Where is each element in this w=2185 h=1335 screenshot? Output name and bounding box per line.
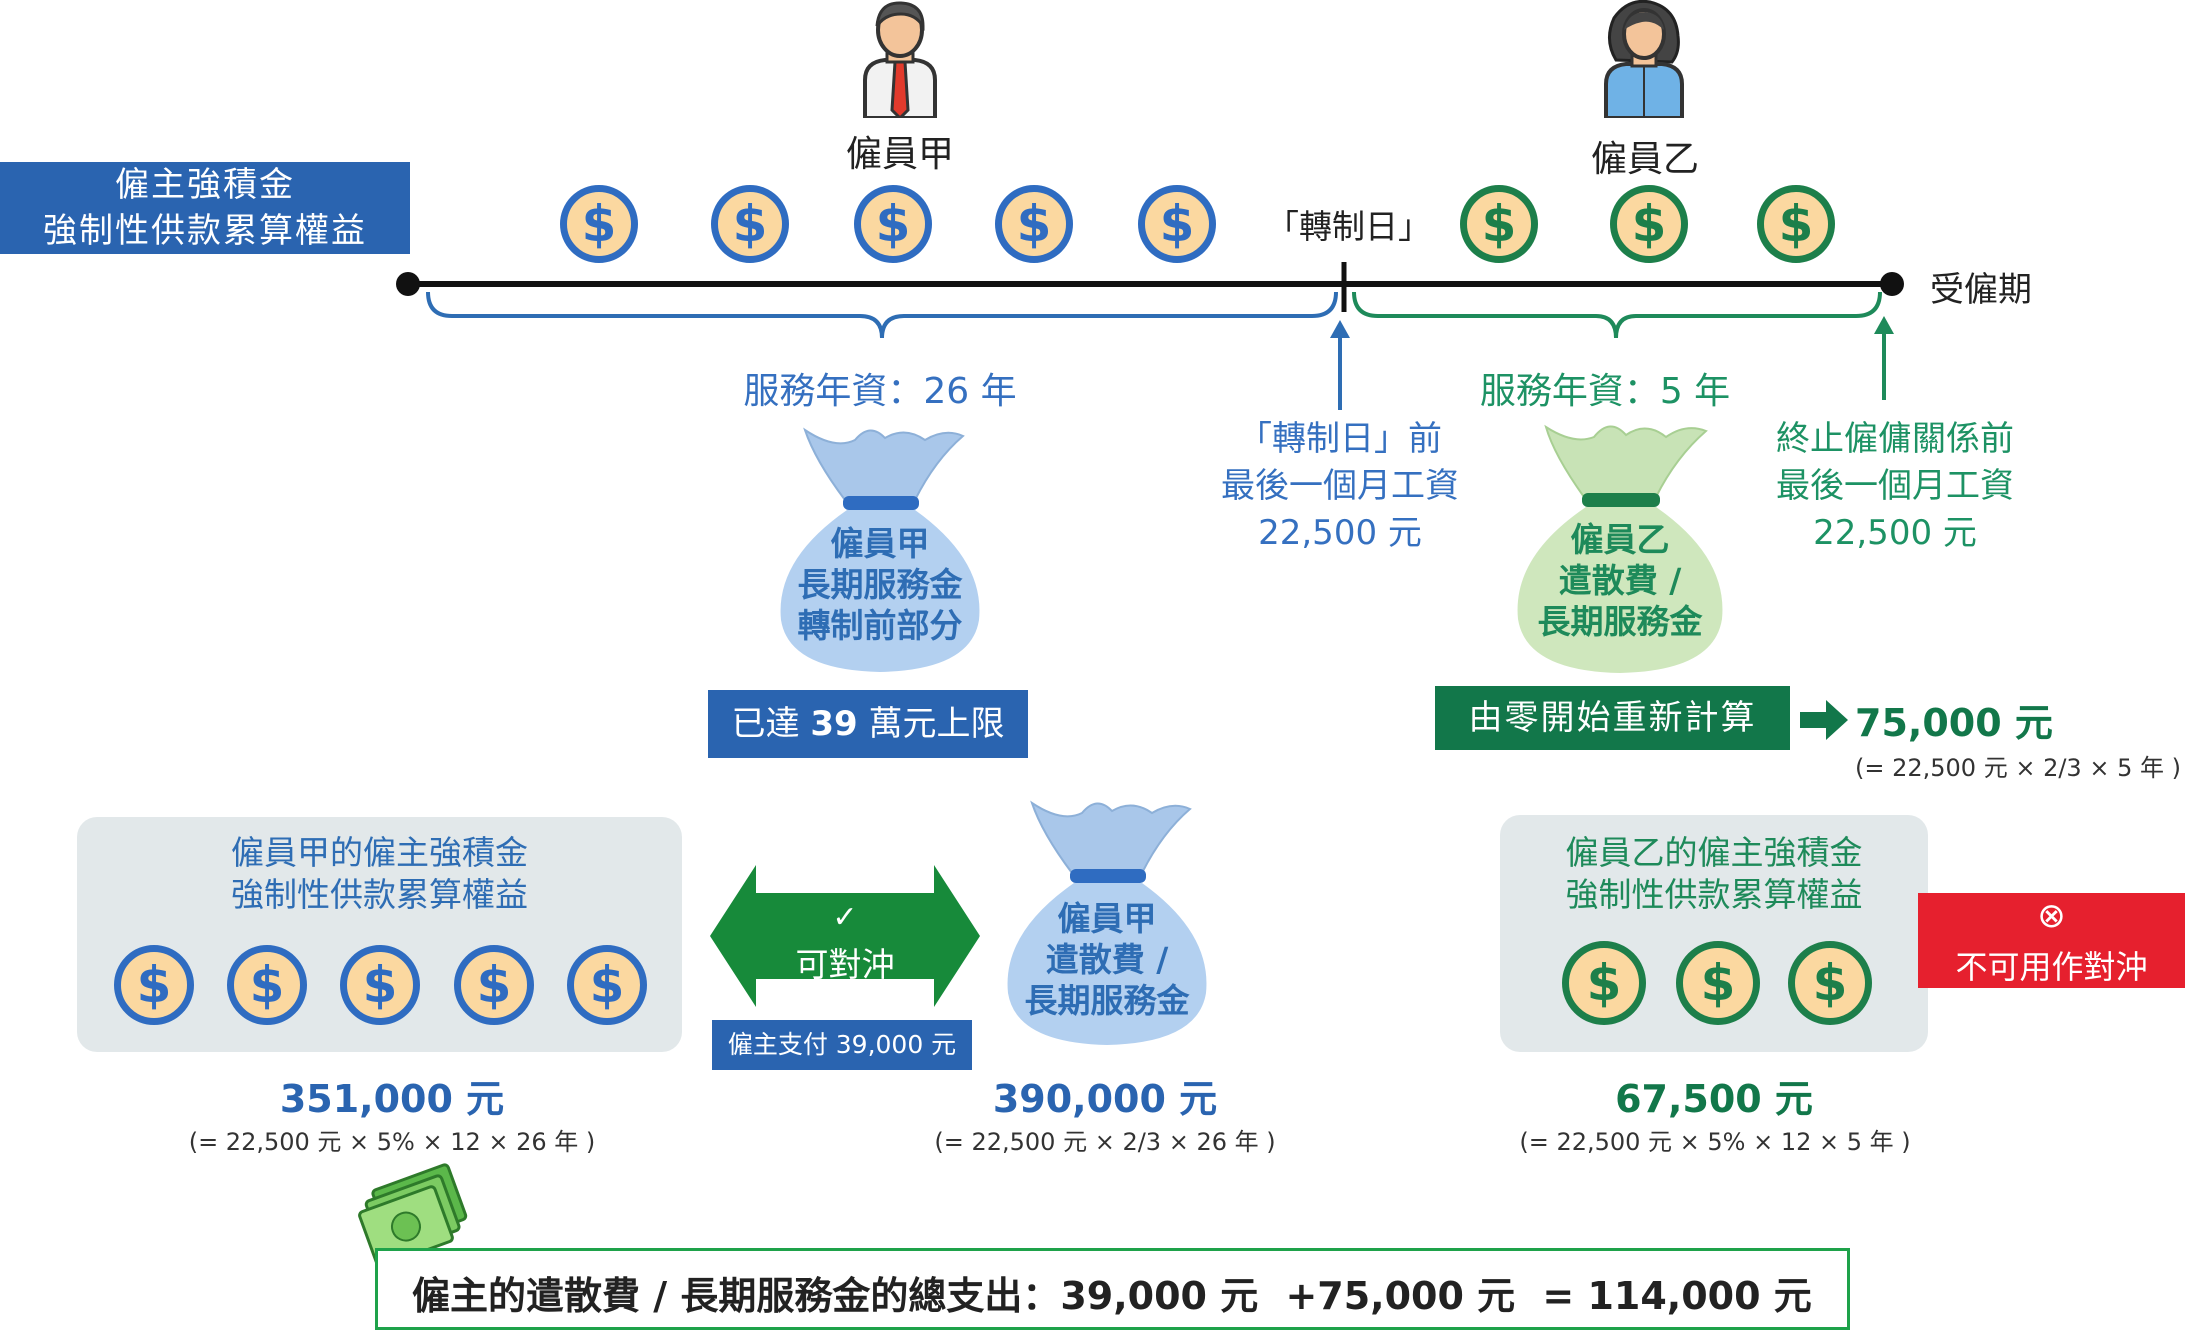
- bag-a-bottom-line1: 僱員甲: [1057, 899, 1157, 938]
- coin-icon: $: [995, 185, 1073, 263]
- money-bag-icon: [1007, 800, 1207, 1045]
- offset-label: 可對沖: [795, 945, 895, 984]
- wage-end-line1: 終止僱傭關係前: [1776, 419, 2014, 459]
- panel-a-formula: (= 22,500 元 × 5% × 12 × 26 年 ): [188, 1128, 596, 1156]
- right-arrow-icon: [1800, 700, 1848, 740]
- bag-b-top-line2: 遣散費 /: [1558, 561, 1682, 600]
- service-years-a: 服務年資：26 年: [743, 371, 1017, 412]
- bag-a-top-line3: 轉制前部分: [797, 606, 963, 645]
- coin-icon: $: [711, 185, 789, 263]
- panel-b-formula: (= 22,500 元 × 5% × 12 × 5 年 ): [1519, 1128, 1911, 1156]
- timeline: [396, 262, 1904, 410]
- bag-a-top-line1: 僱員甲: [830, 524, 930, 563]
- wage-before-line2: 最後一個月工資: [1221, 466, 1459, 506]
- panel-b-line2: 強制性供款累算權益: [1565, 875, 1863, 914]
- bag-b-top-line3: 長期服務金: [1537, 602, 1703, 641]
- total-text: 僱主的遣散費 / 長期服務金的總支出：: [412, 1274, 1061, 1318]
- coin-icon: $: [1610, 185, 1688, 263]
- panel-a-title: 僱員甲的僱主強積金 強制性供款累算權益: [77, 832, 682, 916]
- title-box: 僱主強積金 強制性供款累算權益: [0, 162, 410, 254]
- coin-icon: $: [1138, 185, 1216, 263]
- panel-b-line1: 僱員乙的僱主強積金: [1565, 833, 1863, 872]
- total-equals: =: [1542, 1274, 1575, 1318]
- double-arrow-icon: [710, 865, 980, 1007]
- restart-formula: (= 22,500 元 × 2/3 × 5 年 ): [1855, 754, 2181, 782]
- total-value-3: 114,000 元: [1587, 1274, 1812, 1318]
- coin-icon: $: [854, 185, 932, 263]
- total-value-1: 39,000 元: [1060, 1274, 1259, 1318]
- panel-b-amount: 67,500 元: [1615, 1077, 1813, 1121]
- coin-icon: $: [227, 945, 307, 1025]
- money-bag-icon: [1517, 424, 1723, 673]
- money-bag-icon: [780, 427, 980, 672]
- panel-b-title: 僱員乙的僱主強積金 強制性供款累算權益: [1500, 832, 1928, 916]
- coin-icon: $: [114, 945, 194, 1025]
- panel-a-line1: 僱員甲的僱主強積金: [231, 833, 528, 872]
- bag-b-top-text: 僱員乙 遣散費 / 長期服務金: [1500, 519, 1740, 642]
- total-box: [375, 1248, 1850, 1330]
- bag-a-bottom-amount: 390,000 元: [992, 1077, 1218, 1121]
- coin-icon: $: [1676, 941, 1760, 1025]
- panel-a-line2: 強制性供款累算權益: [231, 875, 528, 914]
- cross-circle-icon: ⊗: [2037, 896, 2066, 936]
- cap-label-pre: 已達: [731, 704, 811, 744]
- total-plus: +: [1285, 1274, 1318, 1318]
- wage-before-changeover: 「轉制日」前 最後一個月工資 22,500 元: [1180, 416, 1500, 557]
- employment-period-label: 受僱期: [1930, 270, 2032, 310]
- male-employee-icon: [863, 1, 937, 118]
- bag-a-top-line2: 長期服務金: [797, 565, 963, 604]
- no-offset-label: 不可用作對沖: [1955, 948, 2148, 986]
- wage-end-line2: 最後一個月工資: [1776, 466, 2014, 506]
- check-icon: ✓: [832, 900, 858, 935]
- wage-before-termination: 終止僱傭關係前 最後一個月工資 22,500 元: [1740, 416, 2050, 557]
- wage-before-line1: 「轉制日」前: [1238, 419, 1442, 459]
- bag-a-bottom-line3: 長期服務金: [1024, 981, 1190, 1020]
- restart-label: 由零開始重新計算: [1435, 686, 1790, 750]
- cap-label-num: 39: [810, 704, 858, 744]
- bag-a-bottom-line2: 遣散費 /: [1045, 940, 1169, 979]
- coin-icon: $: [567, 945, 647, 1025]
- coin-icon: $: [1757, 185, 1835, 263]
- female-employee-icon: [1604, 0, 1684, 118]
- bag-a-bottom-formula: (= 22,500 元 × 2/3 × 26 年 ): [934, 1128, 1276, 1156]
- coin-icon: $: [1562, 941, 1646, 1025]
- coin-icon: $: [340, 945, 420, 1025]
- total-value-2: 75,000 元: [1317, 1274, 1516, 1318]
- employee-b-label: 僱員乙: [1590, 139, 1699, 180]
- cap-label-post: 萬元上限: [857, 704, 1005, 744]
- wage-before-amount: 22,500 元: [1258, 513, 1422, 553]
- employer-paid-label: 僱主支付 39,000 元: [712, 1020, 972, 1070]
- employee-a-label: 僱員甲: [845, 134, 954, 175]
- wage-end-amount: 22,500 元: [1813, 513, 1977, 553]
- bag-a-top-text: 僱員甲 長期服務金 轉制前部分: [760, 523, 1000, 646]
- total-line: 僱主的遣散費 / 長期服務金的總支出：39,000 元 +75,000 元 = …: [412, 1265, 1812, 1320]
- title-line2: 強制性供款累算權益: [43, 211, 367, 251]
- service-years-b: 服務年資：5 年: [1479, 371, 1731, 412]
- coin-icon: $: [1460, 185, 1538, 263]
- cap-label: 已達 39 萬元上限: [708, 690, 1028, 758]
- cash-icon: [358, 1163, 468, 1263]
- panel-a-amount: 351,000 元: [279, 1077, 505, 1121]
- restart-amount: 75,000 元: [1855, 701, 2053, 745]
- coin-icon: $: [1788, 941, 1872, 1025]
- coin-icon: $: [560, 185, 638, 263]
- no-offset-box: [1918, 893, 2185, 988]
- bag-a-bottom-text: 僱員甲 遣散費 / 長期服務金: [987, 898, 1227, 1021]
- changeover-label: 「轉制日」: [1266, 207, 1431, 246]
- title-line1: 僱主強積金: [115, 165, 295, 205]
- coin-icon: $: [454, 945, 534, 1025]
- bag-b-top-line1: 僱員乙: [1570, 520, 1670, 559]
